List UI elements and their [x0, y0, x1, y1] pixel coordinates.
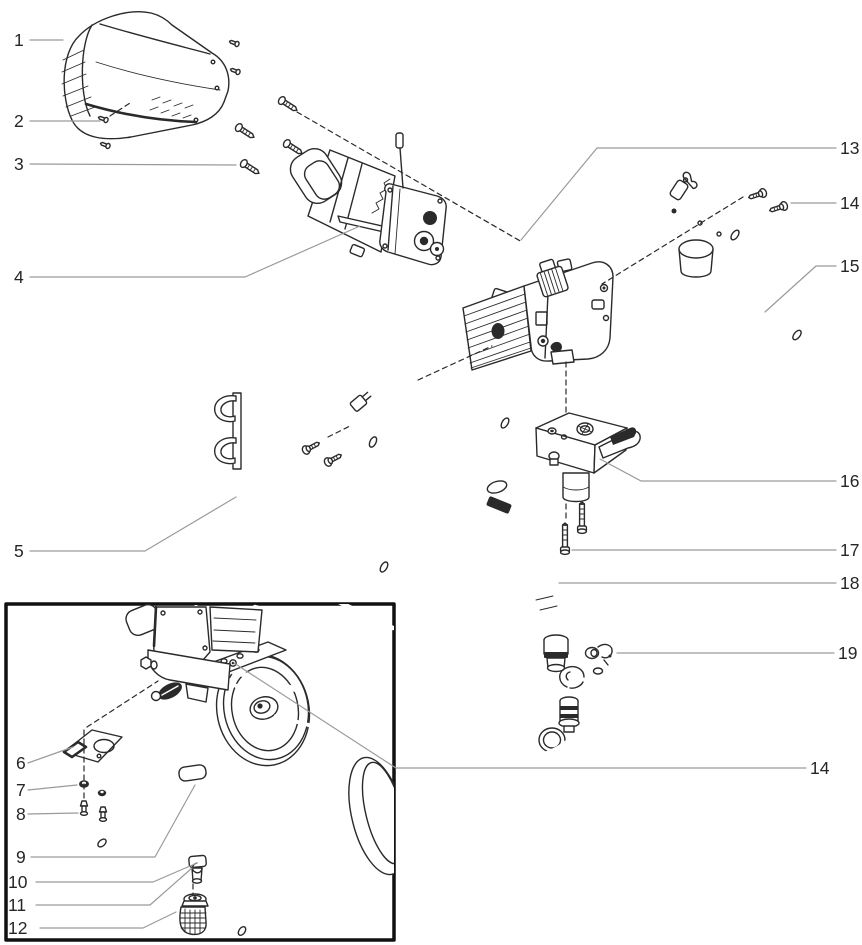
hose-swivel-fitting: [543, 634, 569, 673]
callout-15: 15: [840, 256, 859, 276]
shroud-vent-ribs: [61, 49, 96, 117]
power-cord: [349, 312, 466, 412]
callout-14-top: 14: [840, 193, 860, 213]
barbed-elbow-fitting: [558, 696, 580, 733]
part-hose-clip: [584, 643, 613, 666]
part-suction-hose: [421, 480, 604, 759]
callout-17: 17: [840, 540, 859, 560]
callout-labels: 1 2 3 4 5 6 7 8 9 10 11 12 13 14 15 16 1…: [8, 30, 860, 938]
part-pump-block: [500, 412, 641, 503]
callout-3: 3: [14, 154, 24, 174]
callout-8: 8: [16, 804, 26, 824]
pail-hook: [214, 395, 237, 423]
outlet-fitting: [536, 258, 569, 298]
cart-legs: [97, 758, 339, 936]
part-pump-assembly: [462, 225, 614, 371]
callout-16: 16: [840, 471, 859, 491]
assembly-dashed-lines: [109, 102, 744, 520]
strainer-mesh: [179, 908, 207, 935]
retaining-e-clip: [559, 665, 585, 689]
pail-cup: [678, 239, 714, 278]
callout-5: 5: [14, 541, 24, 561]
inset-contents: [62, 604, 394, 936]
callout-18: 18: [840, 573, 859, 593]
part-bracket-bolts: [79, 800, 108, 822]
hook-plate: [232, 392, 242, 470]
part-motor-assembly: [289, 132, 447, 266]
callout-1: 1: [14, 30, 24, 50]
inset-motor-pump: [125, 604, 263, 703]
part-cart-handle: [610, 165, 802, 341]
part-handle-screws: [746, 187, 790, 216]
callout-6: 6: [16, 753, 26, 773]
prime-valve-lever: [598, 427, 641, 459]
part-block-screws: [559, 501, 588, 556]
callout-19: 19: [838, 643, 857, 663]
callout-7: 7: [16, 780, 26, 800]
shroud-vent-slots: [149, 96, 194, 119]
callout-4: 4: [14, 267, 24, 287]
callout-13: 13: [840, 138, 859, 158]
suction-tube: [178, 700, 213, 884]
pail-hook: [214, 437, 237, 465]
return-hose: [537, 667, 604, 759]
wheel-second: [348, 756, 394, 876]
part-inlet-strainer: [179, 893, 209, 936]
callout-12: 12: [8, 918, 27, 938]
callout-14-bottom: 14: [810, 758, 830, 778]
callout-9: 9: [16, 847, 26, 867]
part-suction-bracket: [62, 729, 123, 763]
part-cart-frame: [214, 378, 389, 573]
cord-wrap-clamp: [669, 171, 698, 201]
callout-10: 10: [8, 872, 28, 892]
power-plug: [349, 391, 372, 412]
part-motor-shroud: [61, 11, 230, 140]
callout-11: 11: [8, 895, 26, 915]
leader-lines: [27, 39, 837, 929]
callout-2: 2: [14, 111, 24, 131]
